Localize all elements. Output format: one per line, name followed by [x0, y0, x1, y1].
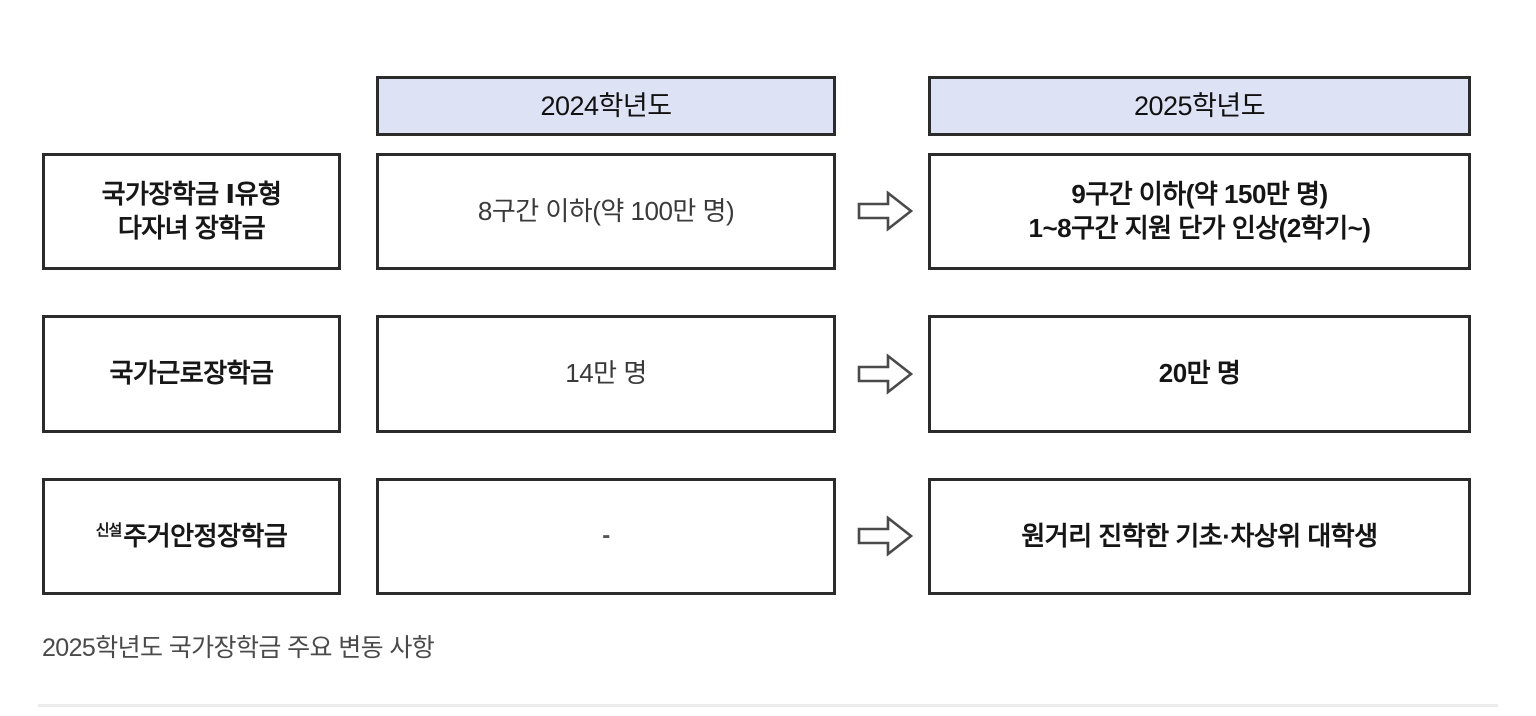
row-label-housing-stability-scholarship: 신설주거안정장학금: [42, 478, 341, 595]
row3-value-2024: -: [376, 478, 836, 595]
row1-value-2025: 9구간 이하(약 150만 명) 1~8구간 지원 단가 인상(2학기~): [928, 153, 1471, 270]
row-label-line2: 다자녀 장학금: [117, 212, 266, 243]
row2-label-text: 국가근로장학금: [45, 357, 338, 390]
right-block-arrow-icon: [857, 190, 913, 232]
right-block-arrow-glyph: [857, 353, 913, 395]
row2-value-2025-line1: 20만 명: [1158, 358, 1241, 389]
row1-value-2025-line1: 9구간 이하(약 150만 명): [1071, 179, 1328, 210]
row3-value-2025-text: 원거리 진학한 기초·차상위 대학생: [931, 520, 1468, 553]
row3-value-2024-text: -: [379, 521, 833, 552]
right-block-arrow-icon: [857, 515, 913, 557]
row1-value-2024: 8구간 이하(약 100만 명): [376, 153, 836, 270]
row2-value-2024-text: 14만 명: [379, 357, 833, 390]
row3-label-line1: 신설주거안정장학금: [53, 520, 330, 553]
row2-label-line1: 국가근로장학금: [109, 358, 274, 389]
row3-value-2024-line1: -: [602, 522, 610, 550]
row2-value-2025: 20만 명: [928, 315, 1471, 433]
row1-value-2025-text: 9구간 이하(약 150만 명) 1~8구간 지원 단가 인상(2학기~): [931, 178, 1468, 245]
row3-value-2025-line1: 원거리 진학한 기초·차상위 대학생: [1021, 520, 1378, 551]
right-block-arrow-icon: [857, 353, 913, 395]
row2-value-2024-line1: 14만 명: [565, 358, 647, 389]
figure-caption: 2025학년도 국가장학금 주요 변동 사항: [42, 634, 435, 662]
column-header-2024-label: 2024학년도: [540, 90, 672, 121]
row-label-work-study-scholarship: 국가근로장학금: [42, 315, 341, 433]
row1-value-2024-text: 8구간 이하(약 100만 명): [379, 195, 833, 228]
row2-value-2024: 14만 명: [376, 315, 836, 433]
row-label-text: 국가장학금 Ⅰ유형 다자녀 장학금: [45, 178, 338, 245]
row3-label-text: 신설주거안정장학금: [45, 520, 338, 553]
row1-value-2025-line2: 1~8구간 지원 단가 인상(2학기~): [1028, 212, 1371, 243]
row2-value-2025-text: 20만 명: [931, 357, 1468, 390]
row1-value-2024-line1: 8구간 이하(약 100만 명): [477, 195, 735, 226]
column-header-2025-label: 2025학년도: [1133, 90, 1266, 121]
row3-value-2025: 원거리 진학한 기초·차상위 대학생: [928, 478, 1471, 595]
right-block-arrow-glyph: [857, 190, 913, 232]
column-header-2024: 2024학년도: [376, 76, 836, 136]
new-badge: 신설: [95, 521, 123, 539]
row-label-national-scholarship-type1: 국가장학금 Ⅰ유형 다자녀 장학금: [42, 153, 341, 270]
row-label-line1: 국가장학금 Ⅰ유형: [101, 179, 282, 210]
right-block-arrow-glyph: [857, 515, 913, 557]
bottom-divider: [38, 704, 1498, 707]
column-header-2025: 2025학년도: [928, 76, 1471, 136]
row3-label-main: 주거안정장학금: [123, 520, 288, 551]
